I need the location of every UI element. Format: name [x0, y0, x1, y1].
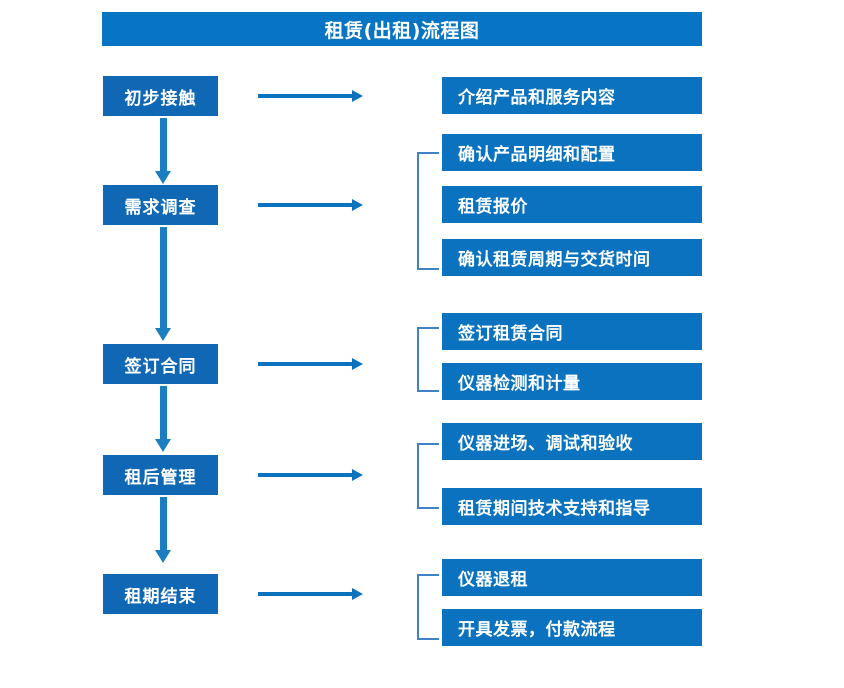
detail-box-2-2[interactable]: 租赁报价: [442, 186, 702, 223]
stage-box-1[interactable]: 初步接触: [103, 76, 218, 116]
stage-box-3[interactable]: 签订合同: [103, 344, 218, 384]
vertical-arrow-3: [155, 386, 171, 452]
detail-box-4-2[interactable]: 租赁期间技术支持和指导: [442, 488, 702, 525]
detail-box-3-2[interactable]: 仪器检测和计量: [442, 363, 702, 400]
horizontal-arrow-5: [258, 587, 363, 601]
arrow-head-icon: [352, 199, 363, 211]
arrow-head-icon: [155, 439, 171, 452]
arrow-shaft: [160, 386, 167, 439]
arrow-shaft: [160, 227, 167, 328]
arrow-shaft: [258, 94, 354, 98]
stage-box-2[interactable]: 需求调查: [103, 185, 218, 225]
vertical-arrow-2: [155, 227, 171, 341]
arrow-head-icon: [155, 328, 171, 341]
arrow-shaft: [258, 473, 354, 477]
group-bracket-2: [417, 152, 439, 270]
group-bracket-5: [417, 574, 439, 640]
stage-box-4[interactable]: 租后管理: [103, 455, 218, 495]
arrow-shaft: [258, 203, 354, 207]
arrow-head-icon: [155, 550, 171, 563]
arrow-shaft: [258, 362, 354, 366]
arrow-head-icon: [352, 588, 363, 600]
page-title: 租赁(出租)流程图: [102, 12, 702, 46]
arrow-head-icon: [352, 90, 363, 102]
group-bracket-3: [417, 327, 439, 392]
vertical-arrow-1: [155, 118, 171, 184]
detail-box-4-1[interactable]: 仪器进场、调试和验收: [442, 423, 702, 460]
detail-box-5-1[interactable]: 仪器退租: [442, 559, 702, 596]
detail-box-5-2[interactable]: 开具发票，付款流程: [442, 609, 702, 646]
detail-box-1-1[interactable]: 介绍产品和服务内容: [442, 77, 702, 114]
arrow-head-icon: [155, 171, 171, 184]
group-bracket-4: [417, 443, 439, 509]
detail-box-2-3[interactable]: 确认租赁周期与交货时间: [442, 239, 702, 276]
arrow-shaft: [258, 592, 354, 596]
horizontal-arrow-4: [258, 468, 363, 482]
horizontal-arrow-3: [258, 357, 363, 371]
detail-box-2-1[interactable]: 确认产品明细和配置: [442, 134, 702, 171]
detail-box-3-1[interactable]: 签订租赁合同: [442, 313, 702, 350]
horizontal-arrow-2: [258, 198, 363, 212]
arrow-shaft: [160, 497, 167, 550]
arrow-head-icon: [352, 358, 363, 370]
arrow-shaft: [160, 118, 167, 171]
arrow-head-icon: [352, 469, 363, 481]
vertical-arrow-4: [155, 497, 171, 563]
horizontal-arrow-1: [258, 89, 363, 103]
stage-box-5[interactable]: 租期结束: [103, 574, 218, 614]
